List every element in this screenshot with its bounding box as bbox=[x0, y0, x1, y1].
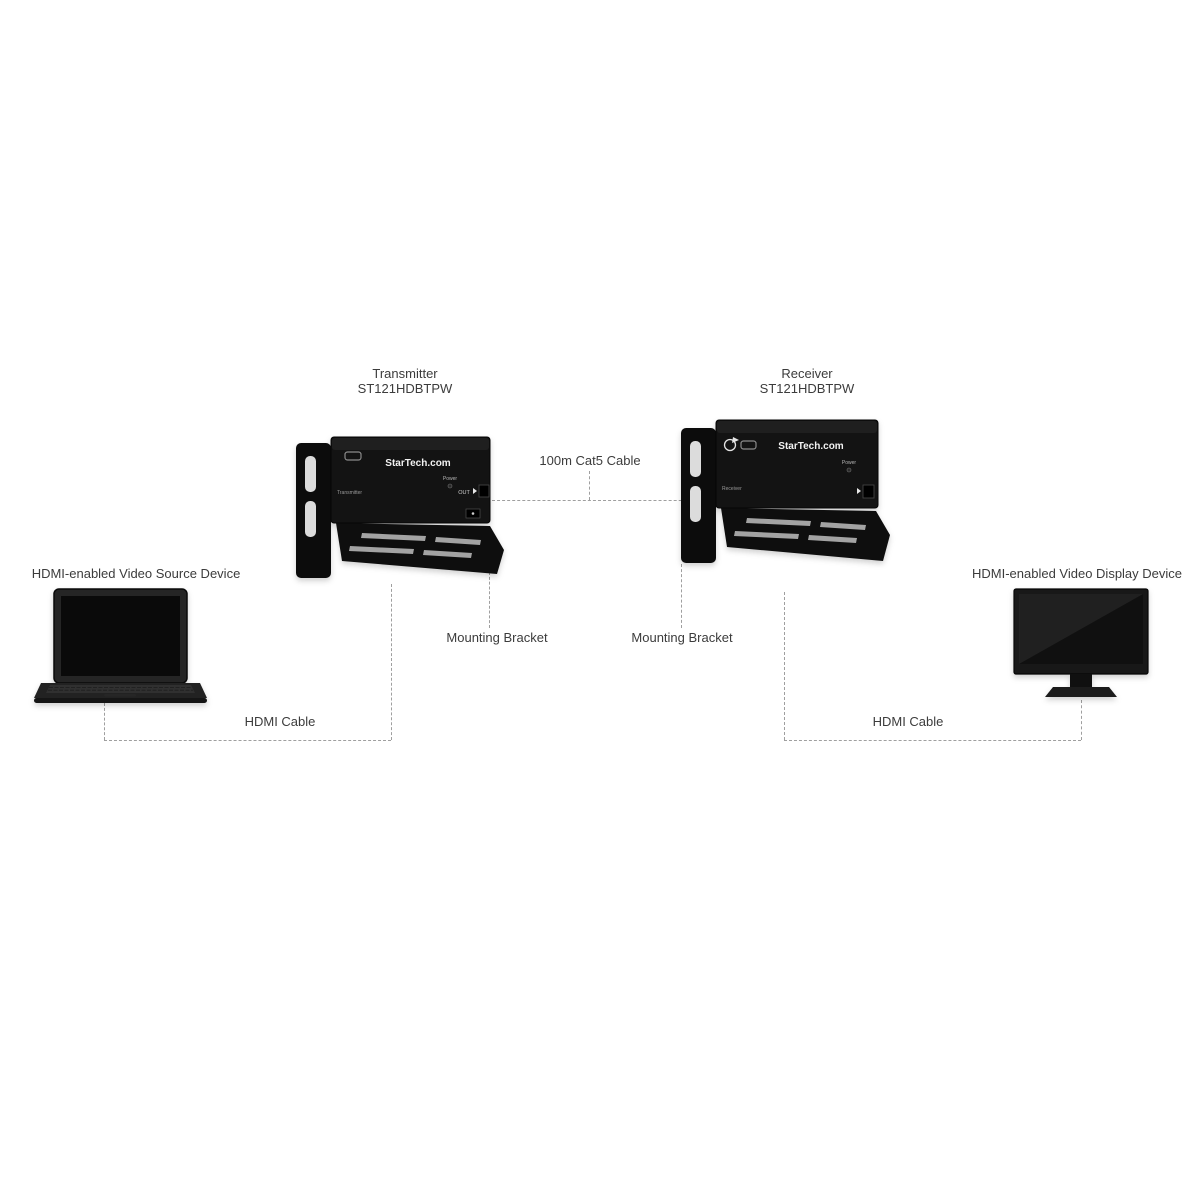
monitor-stand bbox=[1045, 674, 1117, 697]
loop-arrow-head-icon bbox=[732, 437, 739, 443]
mounting-bracket-connector-left bbox=[489, 572, 490, 628]
monitor-screen bbox=[1013, 588, 1149, 675]
receiver-model: ST121HDBTPW bbox=[759, 381, 855, 396]
transmitter-label: Transmitter ST121HDBTPW bbox=[305, 366, 505, 396]
hdmi-cable-line-left-horizontal bbox=[104, 740, 391, 741]
transmitter-device: StarTech.com Power OUT Transmitter bbox=[296, 436, 504, 578]
receiver-side-label: Receiver bbox=[722, 486, 742, 492]
transmitter-brand-text: StarTech.com bbox=[385, 458, 450, 469]
monitor-stand-base bbox=[1045, 687, 1117, 697]
screen-sheen bbox=[1019, 594, 1143, 664]
transmitter-power-label: Power bbox=[443, 476, 458, 482]
receiver-label: Receiver ST121HDBTPW bbox=[707, 366, 907, 396]
hdmi-cable-line-receiver-drop bbox=[784, 592, 785, 740]
out-arrow-icon bbox=[473, 488, 477, 494]
hdmi-cable-line-source-drop bbox=[104, 703, 105, 740]
transmitter-side-label: Transmitter bbox=[337, 490, 362, 496]
power-led bbox=[447, 483, 453, 489]
transmitter-mounting-bracket-left bbox=[296, 443, 331, 578]
mounting-bracket-label-left: Mounting Bracket bbox=[446, 630, 548, 645]
bracket-slot bbox=[361, 533, 426, 541]
receiver-mounting-bracket-bottom bbox=[721, 508, 890, 561]
mounting-bracket-connector-right bbox=[681, 564, 682, 628]
receiver-device: StarTech.com Power Receiver bbox=[681, 419, 890, 563]
transmitter-title: Transmitter bbox=[372, 366, 438, 381]
hdmi-in-port-icon bbox=[344, 451, 362, 461]
receiver-power-label: Power bbox=[842, 460, 857, 466]
loop-arrow-icon bbox=[723, 438, 737, 452]
transmitter-model: ST121HDBTPW bbox=[357, 381, 453, 396]
port-indicator-dot bbox=[471, 512, 475, 515]
hdbaset-out-port bbox=[478, 484, 490, 498]
mounting-bracket-label-right: Mounting Bracket bbox=[631, 630, 733, 645]
transmitter-body: StarTech.com Power OUT Transmitter bbox=[330, 436, 491, 524]
power-led bbox=[846, 467, 852, 473]
bracket-slot bbox=[734, 531, 799, 539]
laptop-screen bbox=[53, 588, 188, 684]
receiver-title: Receiver bbox=[781, 366, 833, 381]
laptop-keyboard bbox=[46, 685, 195, 693]
bracket-slot bbox=[820, 522, 866, 530]
laptop-source-device bbox=[34, 588, 207, 703]
bracket-slot bbox=[690, 486, 701, 522]
cat5-label-connector-line bbox=[589, 471, 590, 500]
display-device-label: HDMI-enabled Video Display Device bbox=[971, 566, 1183, 581]
receiver-mounting-bracket-left bbox=[681, 428, 716, 563]
transmitter-mounting-bracket-bottom bbox=[336, 523, 504, 574]
bracket-slot bbox=[808, 535, 857, 543]
in-arrow-icon bbox=[857, 488, 861, 494]
hdmi-cable-line-display-rise bbox=[1081, 700, 1082, 740]
cat5-cable-label: 100m Cat5 Cable bbox=[539, 453, 641, 468]
bracket-slot bbox=[349, 546, 414, 554]
bracket-slot bbox=[423, 550, 472, 558]
bracket-slot bbox=[435, 537, 481, 545]
cat5-cable-line bbox=[492, 500, 712, 501]
source-device-label: HDMI-enabled Video Source Device bbox=[31, 566, 241, 581]
receiver-body: StarTech.com Power Receiver bbox=[715, 419, 879, 509]
hdmi-cable-line-right-horizontal bbox=[784, 740, 1081, 741]
hdmi-out-port-icon bbox=[740, 440, 757, 450]
hdmi-cable-line-transmitter-rise bbox=[391, 584, 392, 740]
receiver-brand-text: StarTech.com bbox=[778, 441, 843, 452]
bracket-slot bbox=[305, 501, 316, 537]
hdmi-cable-label-right: HDMI Cable bbox=[872, 714, 944, 729]
hdmi-cable-label-left: HDMI Cable bbox=[244, 714, 316, 729]
transmitter-out-label: OUT bbox=[458, 490, 470, 496]
monitor-stand-neck bbox=[1070, 674, 1092, 687]
laptop-touchpad bbox=[104, 694, 136, 697]
bracket-slot bbox=[305, 456, 316, 492]
bracket-slot bbox=[746, 518, 811, 526]
hdbaset-in-port bbox=[862, 484, 875, 499]
laptop-base bbox=[34, 683, 207, 703]
bracket-slot bbox=[690, 441, 701, 477]
monitor-display-device bbox=[1013, 588, 1149, 697]
